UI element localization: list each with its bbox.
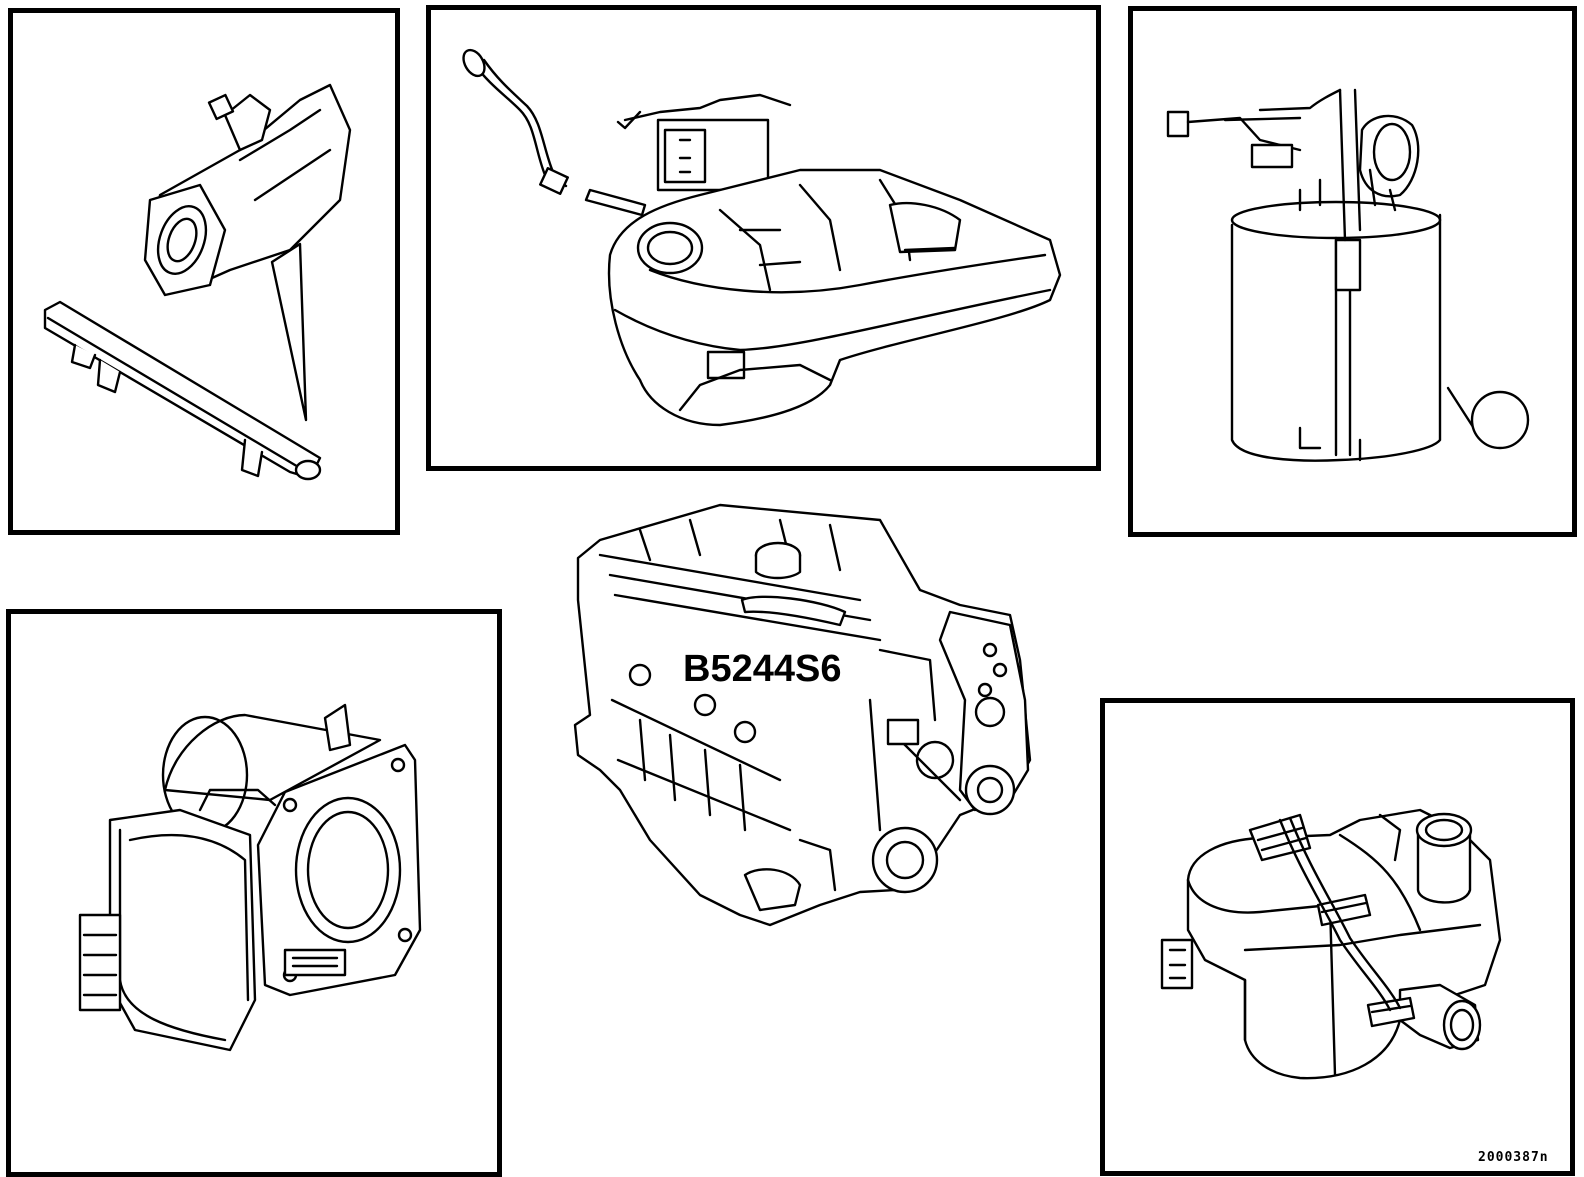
- throttle-body-icon: [80, 705, 420, 1050]
- engine-code-label: B5244S6: [683, 648, 842, 690]
- intake-manifold-icon: [459, 46, 1060, 425]
- coolant-pump-icon: [1162, 810, 1500, 1078]
- drawing-number-label: 2000387n: [1478, 1150, 1549, 1165]
- fuel-rail-injector-icon: [45, 85, 350, 479]
- fuel-pump-sender-icon: [1168, 90, 1528, 461]
- engine-block-icon: [575, 505, 1030, 925]
